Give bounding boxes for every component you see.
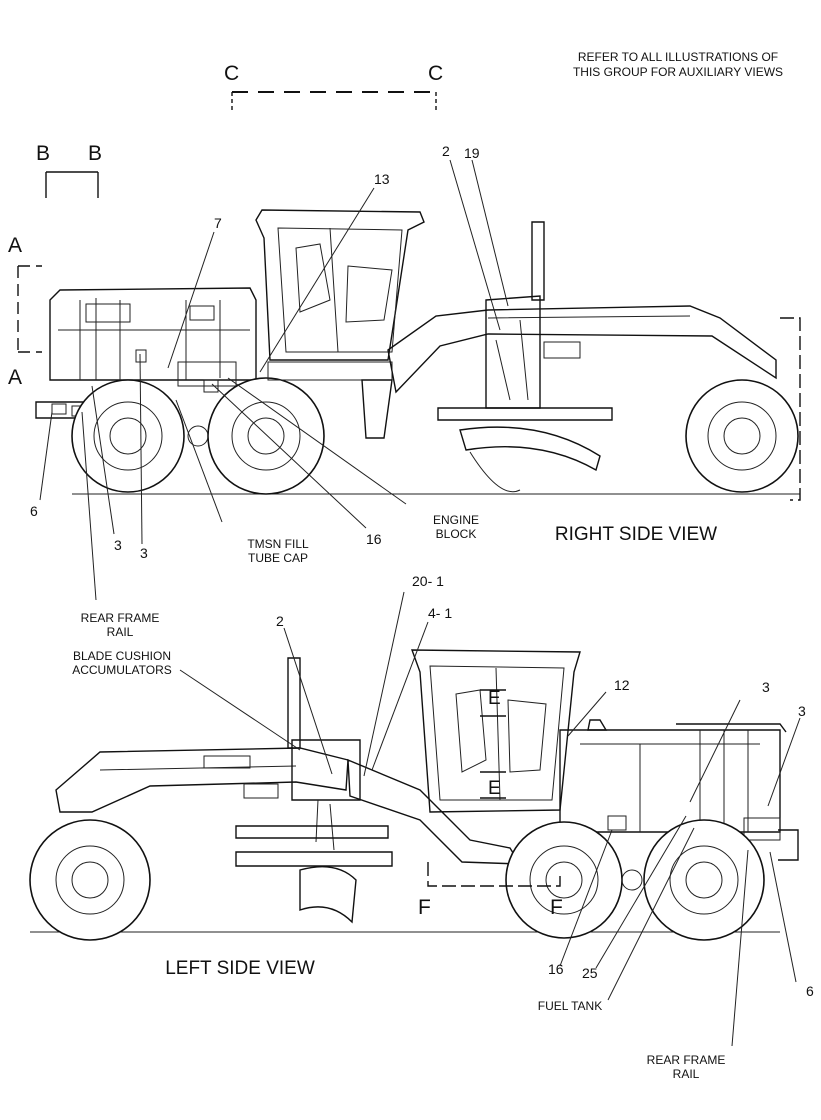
rear-frame-rail-label-2-left: RAIL bbox=[673, 1067, 700, 1081]
callout-2-left: 2 bbox=[276, 613, 284, 629]
callout-6-right: 6 bbox=[30, 503, 38, 519]
left-view-leaders bbox=[179, 591, 801, 1047]
callout-3b-left: 3 bbox=[798, 703, 806, 719]
blade-cushion-label-2: ACCUMULATORS bbox=[72, 663, 172, 677]
section-e-bottom-label: E bbox=[488, 778, 501, 799]
section-b-marker: B B bbox=[36, 142, 102, 198]
callout-3b-right: 3 bbox=[140, 545, 148, 561]
tmsn-fill-label-1: TMSN FILL bbox=[247, 537, 309, 551]
blade-cushion-label-1: BLADE CUSHION bbox=[73, 649, 171, 663]
callout-12: 12 bbox=[614, 677, 630, 693]
callout-3a-left: 3 bbox=[762, 679, 770, 695]
section-f-marker: F F bbox=[418, 862, 563, 919]
note-line-1: REFER TO ALL ILLUSTRATIONS OF bbox=[578, 50, 778, 64]
right-side-view-title: RIGHT SIDE VIEW bbox=[555, 524, 717, 545]
engine-block-label-2: BLOCK bbox=[436, 527, 477, 541]
section-a-bottom-label: A bbox=[8, 366, 22, 389]
right-view-leaders bbox=[39, 159, 509, 601]
section-e-top-label: E bbox=[488, 688, 501, 709]
section-a-marker: A A bbox=[8, 234, 42, 389]
left-side-view-title: LEFT SIDE VIEW bbox=[165, 958, 315, 979]
rear-frame-rail-label-2-right: RAIL bbox=[107, 625, 134, 639]
callout-16-right: 16 bbox=[366, 531, 382, 547]
callout-20-1: 20- 1 bbox=[412, 573, 444, 589]
callout-7: 7 bbox=[214, 215, 222, 231]
right-side-grader bbox=[35, 209, 801, 501]
section-b-left-label: B bbox=[36, 142, 50, 165]
callout-4-1: 4- 1 bbox=[428, 605, 452, 621]
callout-2-right: 2 bbox=[442, 143, 450, 159]
section-c-left-label: C bbox=[224, 62, 239, 85]
left-side-grader bbox=[29, 649, 799, 941]
note-line-2: THIS GROUP FOR AUXILIARY VIEWS bbox=[573, 65, 783, 79]
section-f-left-label: F bbox=[418, 896, 431, 919]
callout-13: 13 bbox=[374, 171, 390, 187]
callout-25: 25 bbox=[582, 965, 598, 981]
rear-frame-rail-label-1-left: REAR FRAME bbox=[647, 1053, 726, 1067]
callout-6-left: 6 bbox=[806, 983, 814, 999]
section-c-right-label: C bbox=[428, 62, 443, 85]
callout-16-left: 16 bbox=[548, 961, 564, 977]
rear-frame-rail-label-1-right: REAR FRAME bbox=[81, 611, 160, 625]
section-f-right-label: F bbox=[550, 896, 563, 919]
section-c-marker: C C bbox=[224, 62, 443, 112]
engine-block-label-1: ENGINE bbox=[433, 513, 479, 527]
section-a-top-label: A bbox=[8, 234, 22, 257]
fuel-tank-label: FUEL TANK bbox=[538, 999, 602, 1013]
callout-19: 19 bbox=[464, 145, 480, 161]
section-b-right-label: B bbox=[88, 142, 102, 165]
callout-3a-right: 3 bbox=[114, 537, 122, 553]
tmsn-fill-label-2: TUBE CAP bbox=[248, 551, 308, 565]
